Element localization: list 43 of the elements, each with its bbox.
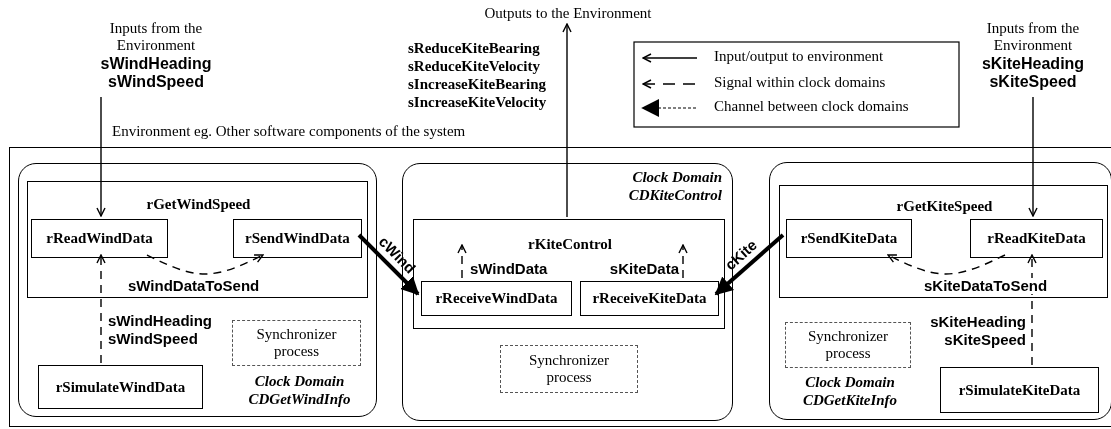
synchronizer-box: Synchronizer process xyxy=(500,345,638,393)
channel-arrow xyxy=(714,233,785,296)
process-box: rSendWindData xyxy=(233,219,362,258)
reaction-box xyxy=(27,181,368,298)
legend-text: Signal within clock domains xyxy=(714,74,886,91)
process-box: rSendKiteData xyxy=(786,219,912,258)
io-arrow xyxy=(96,96,106,217)
process-box: rReceiveWindData xyxy=(421,281,572,316)
process-box: rSimulateKiteData xyxy=(940,367,1099,413)
box-title: rGetWindSpeed xyxy=(145,196,252,213)
signal-arrow xyxy=(96,254,106,364)
signal-list: sReduceKiteBearing sReduceKiteVelocity sIncreaseKiteBearing sIncreaseKiteVelocity xyxy=(408,39,566,111)
caption-text: Inputs from the Environment xyxy=(985,20,1081,55)
synchronizer-box: Synchronizer process xyxy=(232,320,361,366)
channel-arrow xyxy=(357,233,420,296)
process-box: rSimulateWindData xyxy=(38,365,203,409)
box-title: rGetKiteSpeed xyxy=(895,198,994,215)
box-title: rKiteControl xyxy=(527,236,613,253)
signal-arrow xyxy=(146,254,264,275)
io-arrow xyxy=(562,23,572,218)
signal-arrow xyxy=(1027,254,1037,366)
synchronizer-box: Synchronizer process xyxy=(785,322,911,368)
io-arrow xyxy=(1028,96,1038,217)
signal-list: sKiteHeading sKiteSpeed xyxy=(966,54,1100,92)
legend-text: Input/output to environment xyxy=(714,48,884,65)
clock-domain-label: Clock Domain CDGetKiteInfo xyxy=(801,373,899,409)
clock-domain-label: Clock Domain CDGetWindInfo xyxy=(247,372,352,408)
signal-arrow xyxy=(678,244,688,279)
signal-arrow xyxy=(887,254,1006,275)
signal-arrow xyxy=(457,244,467,279)
process-box: rReadKiteData xyxy=(970,219,1103,258)
clock-domain-label: Clock Domain CDKiteControl xyxy=(627,168,722,204)
process-box: rReadWindData xyxy=(31,219,168,258)
signal-list: sWindHeading sWindSpeed xyxy=(95,54,217,92)
box-heading: Environment eg. Other software components of the system xyxy=(112,123,466,140)
edge-label: sKiteDataToSend xyxy=(924,278,1048,294)
edge-label: sWindDataToSend xyxy=(128,278,260,294)
caption-text: Outputs to the Environment xyxy=(484,5,652,23)
caption-text: Inputs from the Environment xyxy=(108,20,204,55)
reaction-box xyxy=(779,185,1108,298)
clock-domain-box xyxy=(18,163,377,417)
process-box: rReceiveKiteData xyxy=(580,281,719,316)
legend-text: Channel between clock domains xyxy=(714,98,909,115)
